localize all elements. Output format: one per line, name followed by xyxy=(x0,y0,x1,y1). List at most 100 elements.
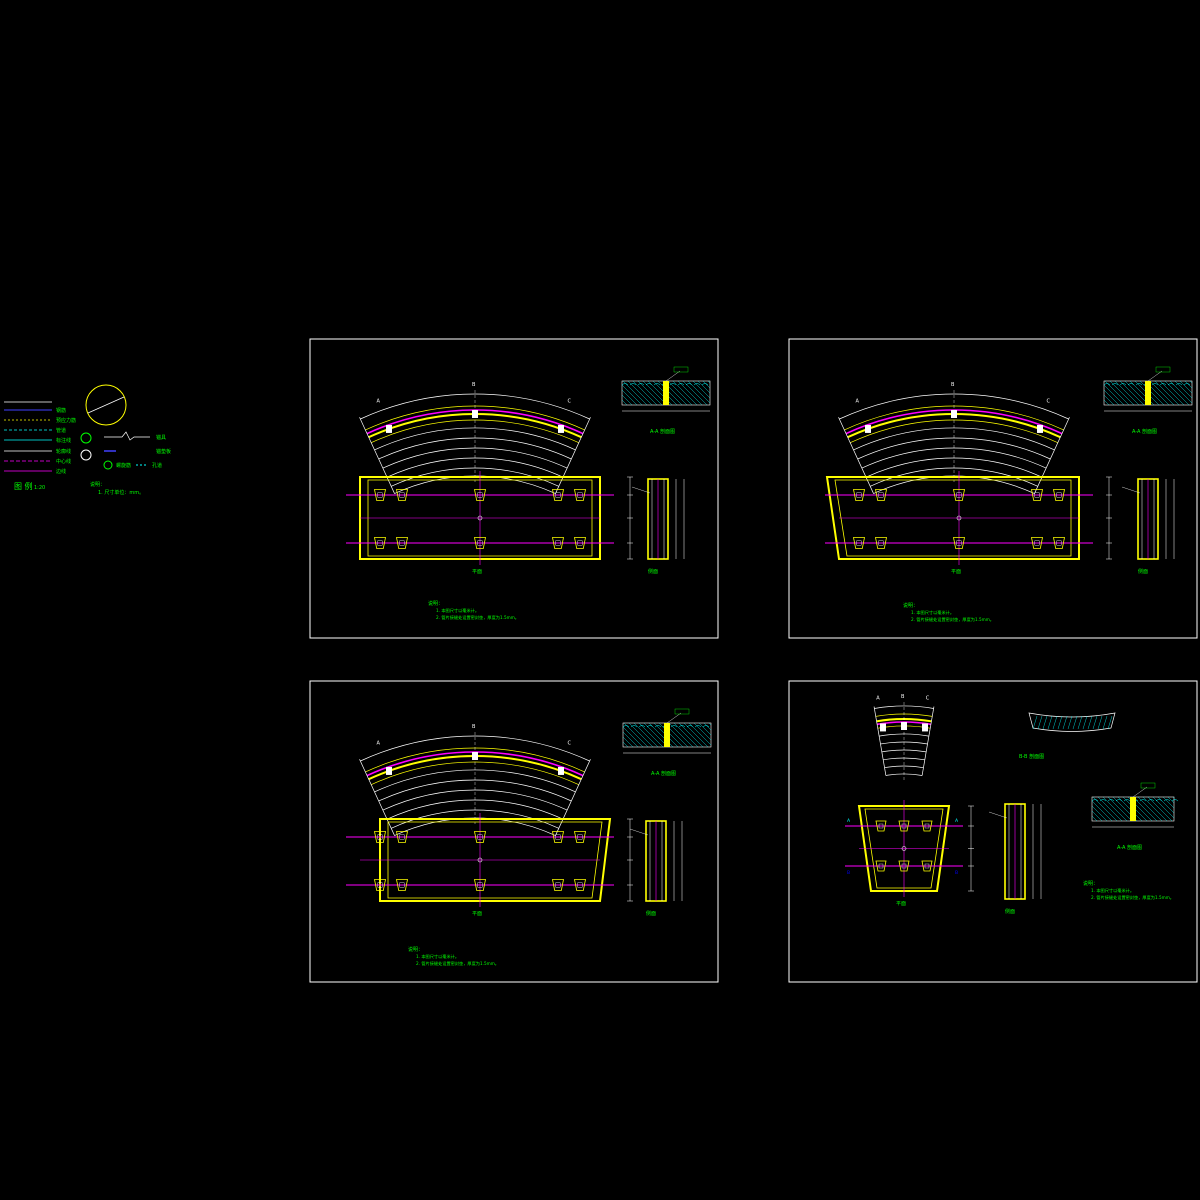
anchor-plate xyxy=(555,882,561,888)
anchor-plate xyxy=(878,540,884,546)
bolt-pocket xyxy=(472,752,478,760)
dimension-arc xyxy=(881,749,927,753)
legend-item-label: 管道 xyxy=(56,427,66,434)
side-elevation: 侧面 xyxy=(1121,478,1175,575)
elevation-title: 侧面 xyxy=(1005,908,1015,915)
hatch-line xyxy=(1154,380,1180,406)
anchor-icon xyxy=(474,879,486,891)
section-symbol-icon xyxy=(85,384,127,426)
legend-item-label: 钢筋 xyxy=(56,407,66,414)
hatch-line xyxy=(1103,399,1110,406)
section-title: A-A 剖面图 xyxy=(1132,428,1157,435)
anchor-icon xyxy=(474,489,486,501)
segment-plan-inner xyxy=(387,821,603,899)
segment-arc-elevation: ABC xyxy=(359,724,591,836)
hatch-line xyxy=(1067,715,1073,730)
anchor-plate xyxy=(956,492,962,498)
hatch-wave xyxy=(1107,799,1115,802)
hatch-line xyxy=(1159,380,1185,406)
hatch-line xyxy=(1092,796,1118,822)
notes-title: 说明： xyxy=(428,600,443,607)
hatch-line xyxy=(621,389,638,406)
detail-marker-icon xyxy=(80,432,92,444)
joint-strip xyxy=(1145,381,1151,405)
anchor-plate xyxy=(377,882,383,888)
hatch-line xyxy=(1172,796,1175,799)
legend-item-label: 预应力筋 xyxy=(56,417,76,424)
legend-symbol-label: 孔道 xyxy=(152,462,162,469)
arc-dimension-label: C xyxy=(1046,399,1050,405)
anchor-plate xyxy=(399,882,405,888)
leader-line xyxy=(1132,786,1148,798)
segment-plan-inner xyxy=(864,808,944,889)
side-elevation: 侧面 xyxy=(988,803,1042,915)
dimension-arc xyxy=(374,769,576,793)
anchor-icon xyxy=(574,489,586,501)
note-line: 1. 本图尺寸以毫米计。 xyxy=(436,607,479,614)
anchor-icon xyxy=(552,537,564,549)
arc-dimension-label: B xyxy=(472,724,476,730)
arc-dimension-label: B xyxy=(472,382,476,388)
hatch-line xyxy=(622,726,644,748)
leader-line xyxy=(631,486,651,494)
notes-title: 说明： xyxy=(408,946,423,953)
hatch-line xyxy=(682,380,708,406)
anchor-icon xyxy=(1031,537,1043,549)
segment-plan-outline xyxy=(359,476,601,560)
hatch-wave xyxy=(629,383,637,386)
plan-view-title: 平面 xyxy=(896,901,906,907)
segment-plan-inner xyxy=(367,479,593,557)
hatch-wave xyxy=(1123,799,1131,802)
hatch-line xyxy=(1103,394,1115,406)
anchor-plate xyxy=(555,540,561,546)
radial-edge xyxy=(873,706,887,776)
hatch-line xyxy=(1062,715,1068,730)
elevation-title: 侧面 xyxy=(648,568,658,575)
bolt-pocket xyxy=(901,722,907,730)
hatch-wave xyxy=(1163,799,1171,802)
anchor-icon xyxy=(853,489,865,501)
hatch-line xyxy=(633,722,659,748)
hatch-wave xyxy=(637,383,645,386)
note-line: 2. 管片接缝处设置密封垫，厚度为1.5mm。 xyxy=(416,960,499,967)
anchor-plate xyxy=(399,540,405,546)
arc-dimension-label: C xyxy=(567,399,571,405)
hatch-wave xyxy=(621,383,629,386)
anchor-plate xyxy=(555,834,561,840)
anchor-plate xyxy=(477,882,483,888)
anchor-icon xyxy=(374,537,386,549)
hatch-line xyxy=(1097,715,1103,730)
center-point-icon xyxy=(477,857,483,863)
anchor-icon xyxy=(374,489,386,501)
anchor-plate xyxy=(577,492,583,498)
hatch-line xyxy=(1077,715,1083,730)
anchor-icon xyxy=(875,860,887,872)
anchor-icon xyxy=(921,820,933,832)
legend-scale: 1:20 xyxy=(34,485,45,491)
hatch-line xyxy=(1109,380,1135,406)
center-point-icon xyxy=(901,846,907,851)
legend-panel: 钢筋 预应力筋 管道 标注线 轮廓线 中心线 边线 锚具 锚垫板 螺旋筋 孔道 … xyxy=(4,384,171,496)
notes-title: 说明： xyxy=(1083,880,1098,887)
hatch-line xyxy=(673,722,699,748)
bolt-pocket xyxy=(922,723,929,732)
section-title: B-B 剖面图 xyxy=(1019,753,1044,760)
hatch-line xyxy=(1157,796,1175,814)
hatch-line xyxy=(621,384,643,406)
leader-line xyxy=(988,811,1008,819)
callout-box xyxy=(1155,366,1171,373)
hatch-line xyxy=(1047,715,1053,730)
hatch-line xyxy=(702,380,711,389)
hatch-line xyxy=(1102,796,1128,822)
hatch-line xyxy=(632,380,658,406)
anchor-plate xyxy=(856,540,862,546)
anchor-plate xyxy=(901,863,907,869)
anchor-plate xyxy=(377,492,383,498)
dimension-arc xyxy=(374,427,576,451)
anchor-icon xyxy=(921,860,933,872)
hatch-line xyxy=(1091,815,1098,822)
section-title: A-A 剖面图 xyxy=(650,428,675,435)
hatch-wave xyxy=(622,725,630,728)
hatch-line xyxy=(622,380,648,406)
